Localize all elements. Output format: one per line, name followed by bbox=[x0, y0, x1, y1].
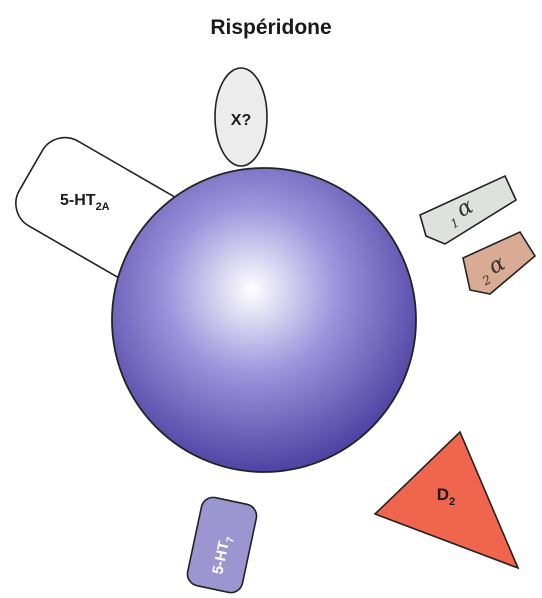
receptor-alpha2: α 2 bbox=[463, 232, 535, 294]
receptor-x-label: X? bbox=[231, 112, 251, 129]
receptor-5ht7: 5-HT7 bbox=[185, 495, 258, 595]
drug-sphere bbox=[112, 168, 416, 472]
receptor-x: X? bbox=[215, 68, 267, 166]
receptor-d2: D2 bbox=[375, 432, 518, 568]
receptor-alpha1: α 1 bbox=[420, 176, 516, 244]
